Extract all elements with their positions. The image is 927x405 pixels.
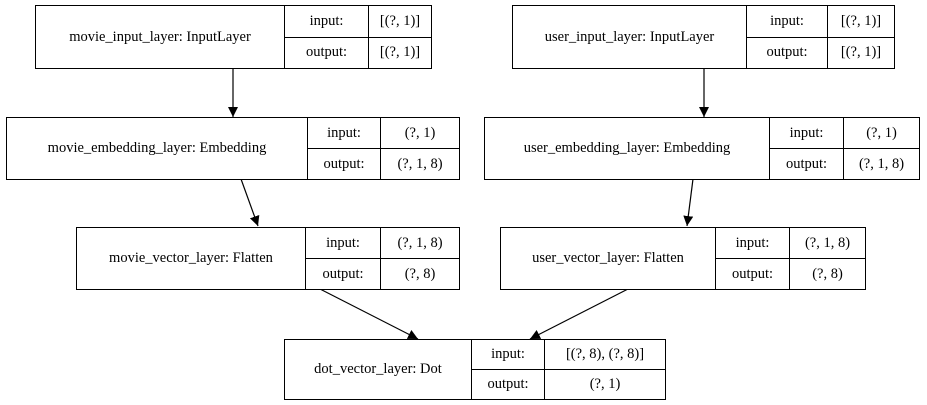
node-user-vector-layer: user_vector_layer: Flatten input: output… <box>500 227 866 290</box>
output-label: output: <box>785 155 828 172</box>
node-movie-input-layer: movie_input_layer: InputLayer input: out… <box>35 5 432 69</box>
input-label: input: <box>716 228 789 259</box>
input-label: input: <box>308 118 380 149</box>
input-shape: (?, 1) <box>844 118 919 149</box>
output-label: output: <box>305 44 348 61</box>
output-shape: (?, 8) <box>404 265 436 282</box>
output-shape: [(?, 1)] <box>379 44 421 61</box>
node-title: movie_embedding_layer: Embedding <box>7 118 308 179</box>
edge-user-embedding-to-vector <box>683 178 694 227</box>
node-user-embedding-layer: user_embedding_layer: Embedding input: o… <box>484 117 920 180</box>
node-title: user_embedding_layer: Embedding <box>485 118 770 179</box>
output-shape: (?, 1, 8) <box>858 155 905 172</box>
node-movie-embedding-layer: movie_embedding_layer: Embedding input: … <box>6 117 460 180</box>
input-shape: (?, 1) <box>381 118 459 149</box>
edge-user-vector-to-dot <box>529 288 629 340</box>
node-title: movie_vector_layer: Flatten <box>77 228 306 289</box>
input-label: input: <box>285 6 368 38</box>
node-title: dot_vector_layer: Dot <box>285 340 472 399</box>
edge-movie-vector-to-dot <box>319 288 419 340</box>
node-title: movie_input_layer: InputLayer <box>36 6 285 68</box>
output-shape: (?, 1) <box>589 376 621 392</box>
output-label: output: <box>322 265 364 282</box>
output-label: output: <box>731 265 774 282</box>
output-label: output: <box>766 44 808 61</box>
node-title: user_input_layer: InputLayer <box>513 6 747 68</box>
input-shape: [(?, 8), (?, 8)] <box>545 340 665 370</box>
input-shape: (?, 1, 8) <box>790 228 865 259</box>
input-shape: [(?, 1)] <box>369 6 431 38</box>
output-label: output: <box>487 376 529 392</box>
edge-movie-embedding-to-vector <box>240 178 260 227</box>
output-shape: [(?, 1)] <box>840 44 882 61</box>
node-dot-vector-layer: dot_vector_layer: Dot input: output: [(?… <box>284 339 666 400</box>
node-user-input-layer: user_input_layer: InputLayer input: outp… <box>512 5 895 69</box>
node-movie-vector-layer: movie_vector_layer: Flatten input: outpu… <box>76 227 460 290</box>
input-label: input: <box>306 228 380 259</box>
input-shape: [(?, 1)] <box>828 6 894 38</box>
input-label: input: <box>472 340 544 370</box>
output-label: output: <box>323 155 365 172</box>
output-shape: (?, 8) <box>812 265 843 282</box>
input-label: input: <box>770 118 843 149</box>
input-shape: (?, 1, 8) <box>381 228 459 259</box>
output-shape: (?, 1, 8) <box>397 155 443 172</box>
input-label: input: <box>747 6 827 38</box>
node-title: user_vector_layer: Flatten <box>501 228 716 289</box>
